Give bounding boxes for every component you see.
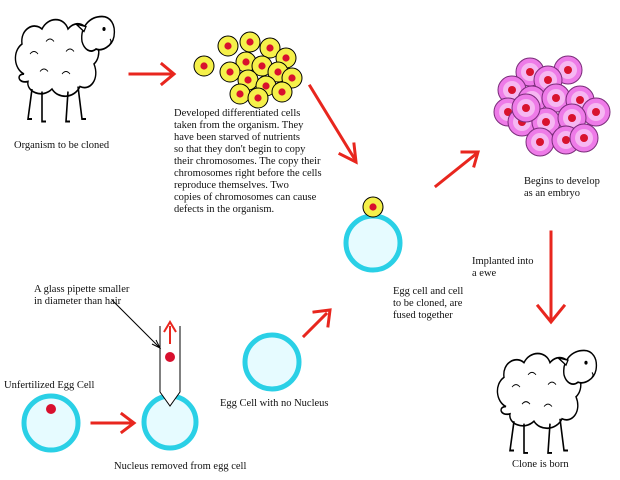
label-pipette: A glass pipette smaller in diameter than… <box>34 284 130 307</box>
egg-with-pipette <box>141 320 199 451</box>
arrow-egg-to-pipette <box>90 411 137 435</box>
empty-egg-cell <box>242 332 302 392</box>
sheep-icon <box>14 15 116 123</box>
fused-cells <box>343 196 403 273</box>
arrow-organism-to-cells <box>128 61 177 87</box>
pipette-pointer <box>111 299 161 349</box>
label-embryo: Begins to develop as an embryo <box>524 176 600 199</box>
arrows <box>90 61 567 435</box>
label-nucleus-removed: Nucleus removed from egg cell <box>114 461 247 472</box>
label-no-nucleus: Egg Cell with no Nucleus <box>220 398 329 409</box>
arrow-embryo-to-clone <box>535 230 567 325</box>
label-implanted: Implanted into a ewe <box>472 256 534 279</box>
label-fused: Egg cell and cell to be cloned, are fuse… <box>393 286 464 321</box>
arrow-fusion-to-embryo <box>433 150 480 189</box>
label-organism: Organism to be cloned <box>14 140 110 151</box>
unfertilized-egg-cell <box>21 393 81 453</box>
embryo-cells <box>493 55 611 157</box>
label-clone: Clone is born <box>512 459 569 470</box>
label-unfertilized: Unfertilized Egg Cell <box>4 380 95 391</box>
sheep-icon <box>496 349 598 454</box>
label-cells-description: Developed differentiated cells taken fro… <box>174 108 322 215</box>
arrow-empty-to-fusion <box>301 308 332 339</box>
differentiated-cells <box>193 31 303 109</box>
arrow-cells-to-fusion <box>307 83 358 165</box>
